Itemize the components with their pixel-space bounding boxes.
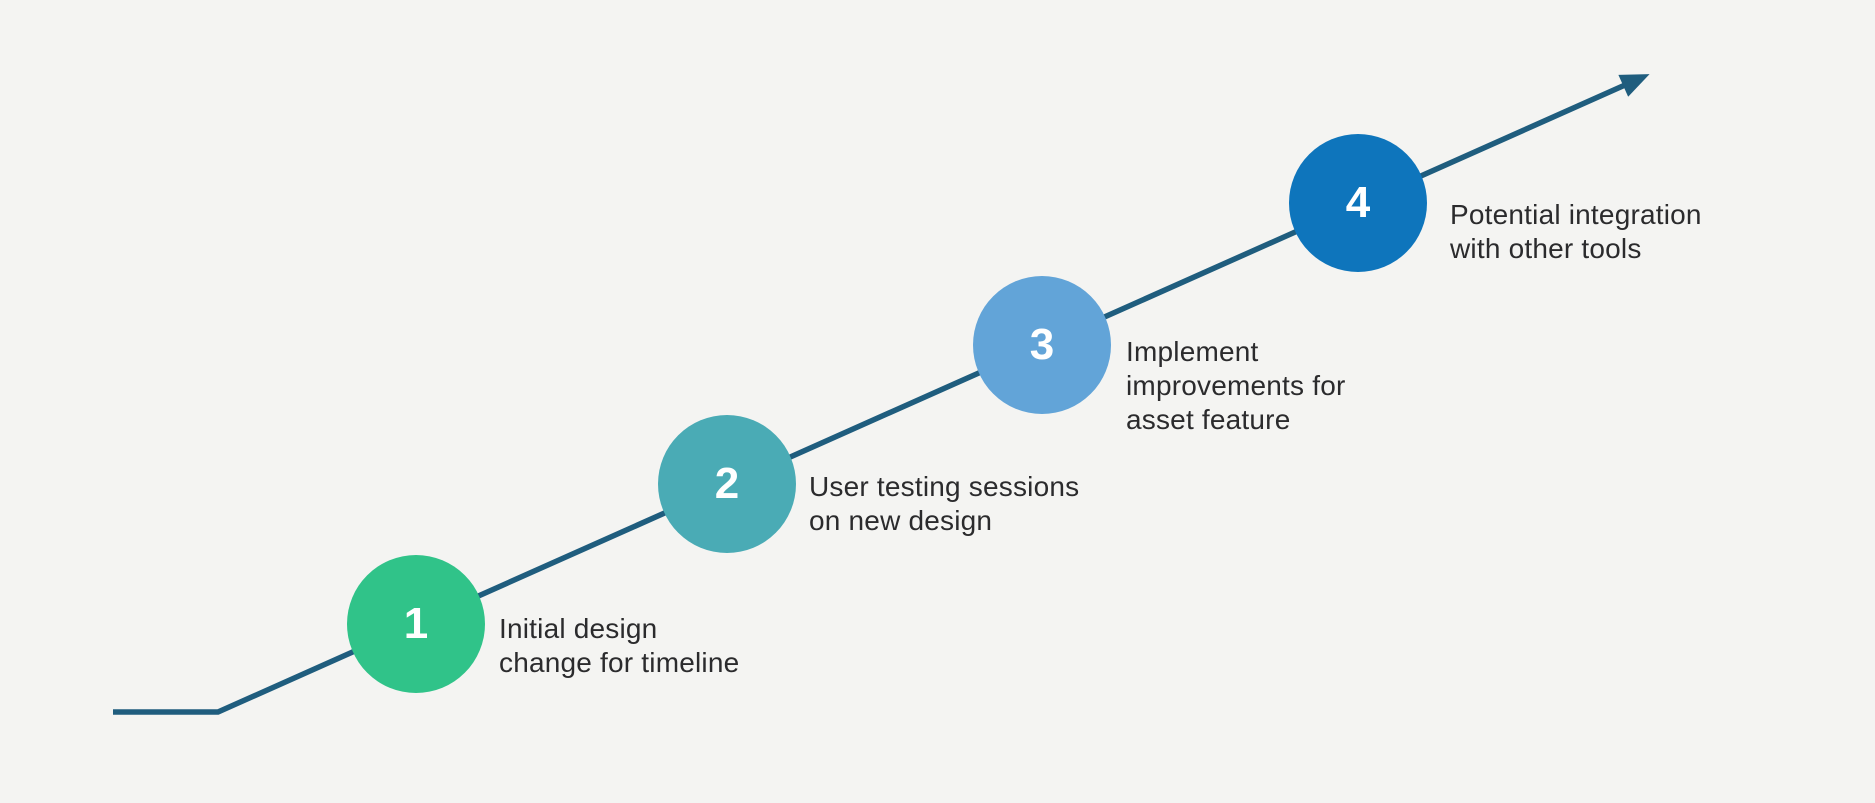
step-number-1: 1: [403, 599, 429, 648]
step-circle-2: 2: [658, 415, 796, 553]
step-number-3: 3: [1029, 320, 1055, 369]
step-number-4: 4: [1345, 178, 1371, 227]
step-label-2: User testing sessions on new design: [809, 471, 1080, 536]
step-number-2: 2: [714, 459, 740, 508]
step-label-1: Initial design change for timeline: [499, 613, 740, 678]
step-circle-4: 4: [1289, 134, 1427, 272]
step-label-3: Implement improvements for asset feature: [1126, 336, 1346, 435]
step-circle-1: 1: [347, 555, 485, 693]
step-label-4: Potential integration with other tools: [1450, 199, 1702, 264]
step-circle-3: 3: [973, 276, 1111, 414]
